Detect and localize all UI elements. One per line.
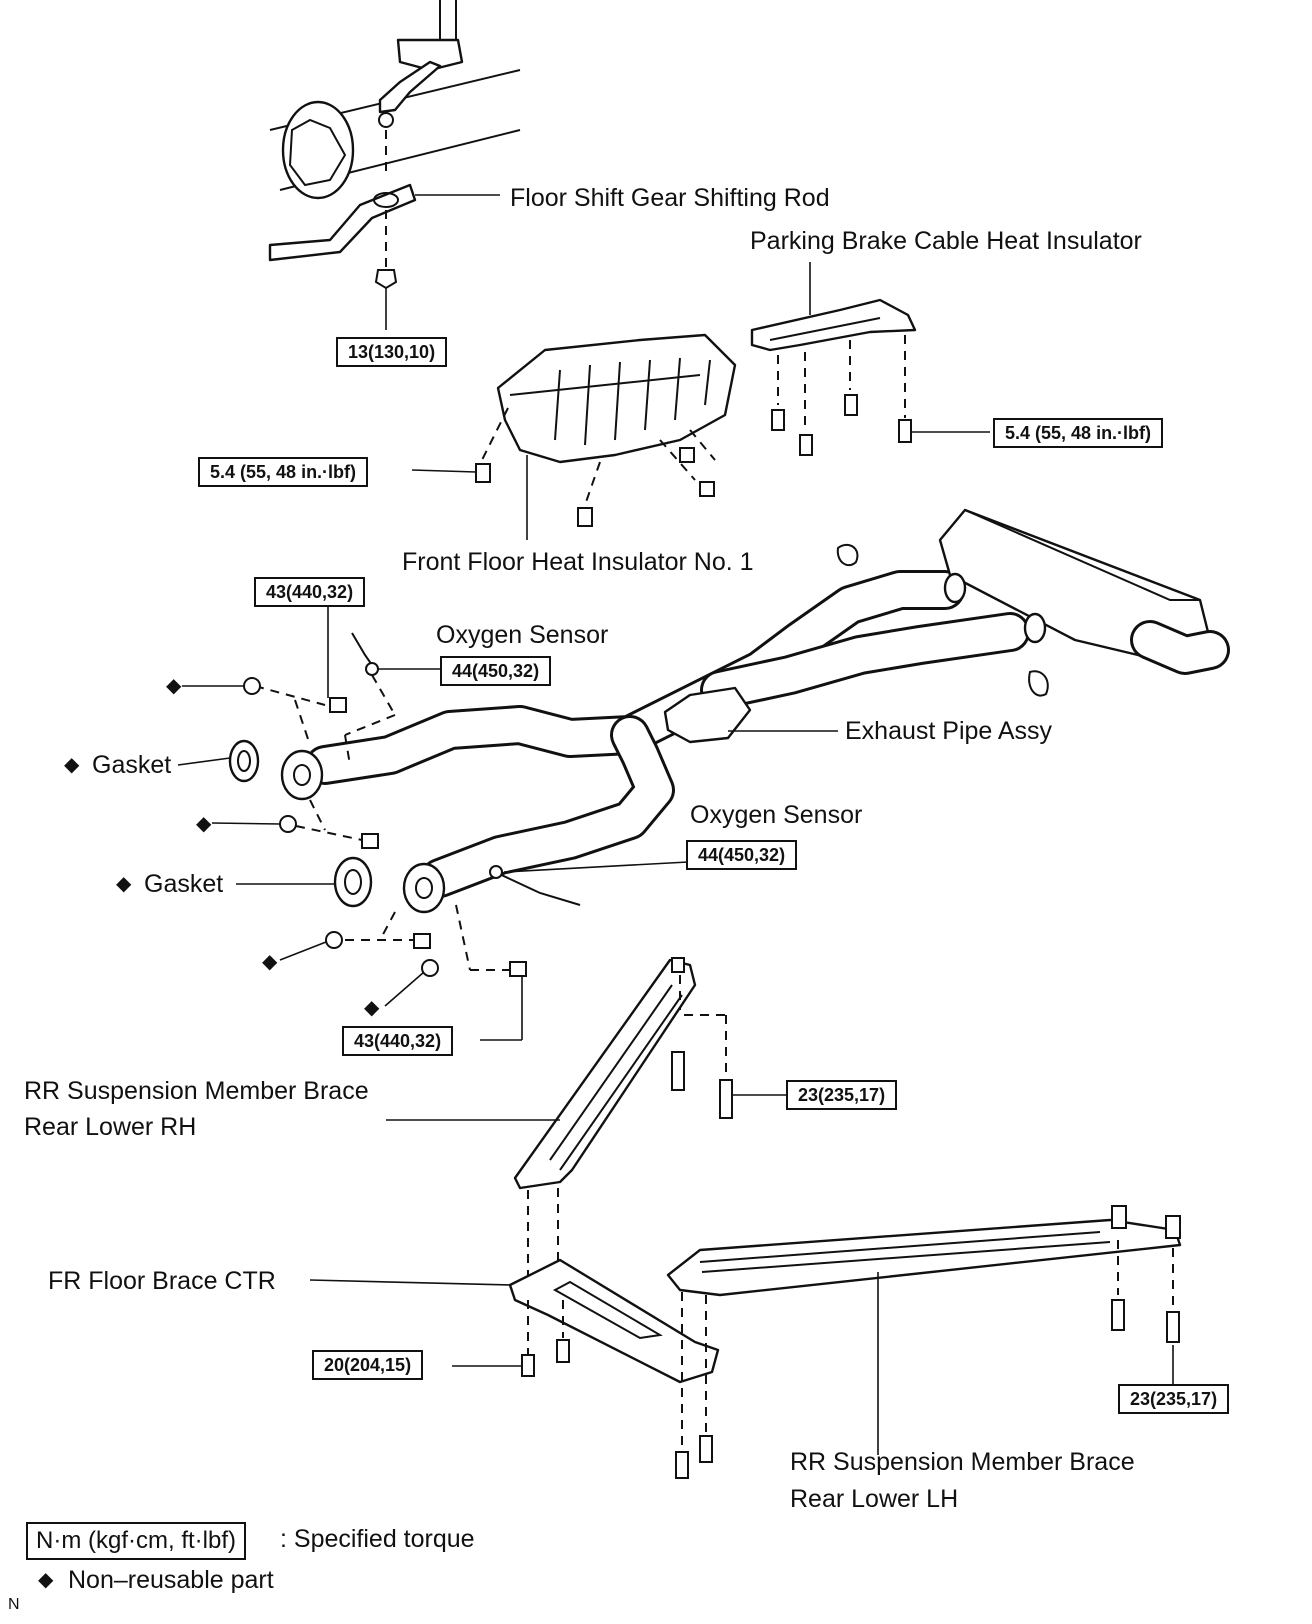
label-fr-floor-brace: FR Floor Brace CTR: [48, 1267, 276, 1295]
non-reusable-mark: ◆: [64, 754, 80, 776]
non-reusable-mark: ◆: [116, 873, 132, 895]
corner-mark: N: [8, 1596, 20, 1613]
rr-brace-lh-drawing: [666, 1205, 1182, 1479]
legend-non-reusable-symbol: ◆: [38, 1569, 54, 1591]
non-reusable-mark: ◆: [262, 951, 278, 973]
label-gasket-upper: Gasket: [92, 751, 172, 779]
legend-non-reusable-desc: Non–reusable part: [68, 1566, 274, 1594]
label-rr-brace-rh-line2: Rear Lower RH: [24, 1113, 197, 1141]
front-floor-insulator-drawing: [411, 333, 737, 540]
torque-shift-rod-nut: 13(130,10): [336, 337, 448, 367]
label-rr-brace-lh-line1: RR Suspension Member Brace: [790, 1448, 1135, 1476]
torque-front-pipe-lower: 43(440,32): [342, 1026, 454, 1056]
fr-floor-brace-drawing: [309, 1258, 720, 1384]
label-floor-shift-rod: Floor Shift Gear Shifting Rod: [510, 184, 830, 212]
label-exhaust-pipe: Exhaust Pipe Assy: [845, 717, 1053, 745]
label-oxygen-sensor-lower: Oxygen Sensor: [690, 801, 863, 829]
non-reusable-mark: ◆: [364, 997, 380, 1019]
torque-front-insulator-bolts: 5.4 (55, 48 in.·lbf): [198, 457, 369, 487]
label-front-floor-insulator: Front Floor Heat Insulator No. 1: [402, 548, 754, 576]
label-rr-brace-lh-line2: Rear Lower LH: [790, 1485, 959, 1513]
non-reusable-mark: ◆: [196, 813, 212, 835]
torque-parking-insulator-bolts: 5.4 (55, 48 in.·lbf): [993, 418, 1164, 448]
torque-rr-brace-lh-bolts: 23(235,17): [1118, 1384, 1230, 1414]
non-reusable-mark: ◆: [166, 675, 182, 697]
label-gasket-lower: Gasket: [144, 870, 224, 898]
parking-brake-insulator-drawing: [750, 262, 990, 456]
torque-oxygen-sensor-lower: 44(450,32): [686, 840, 798, 870]
front-pipe-fasteners-drawing: [177, 596, 689, 1041]
exhaust-pipe-drawing: [280, 508, 1230, 914]
torque-front-pipe-upper: 43(440,32): [254, 577, 366, 607]
torque-oxygen-sensor-upper: 44(450,32): [440, 656, 552, 686]
torque-fr-floor-brace-bolts: 20(204,15): [312, 1350, 424, 1380]
label-oxygen-sensor-upper: Oxygen Sensor: [436, 621, 609, 649]
floor-shift-rod-drawing: [268, 0, 521, 330]
legend-torque-unit: N·m (kgf·cm, ft·lbf): [26, 1522, 246, 1560]
torque-rr-brace-rh-bolts: 23(235,17): [786, 1080, 898, 1110]
label-rr-brace-rh-line1: RR Suspension Member Brace: [24, 1077, 369, 1105]
legend-torque-desc: : Specified torque: [280, 1525, 475, 1553]
rr-brace-rh-drawing: [386, 957, 786, 1275]
label-parking-brake-insulator: Parking Brake Cable Heat Insulator: [750, 227, 1142, 255]
